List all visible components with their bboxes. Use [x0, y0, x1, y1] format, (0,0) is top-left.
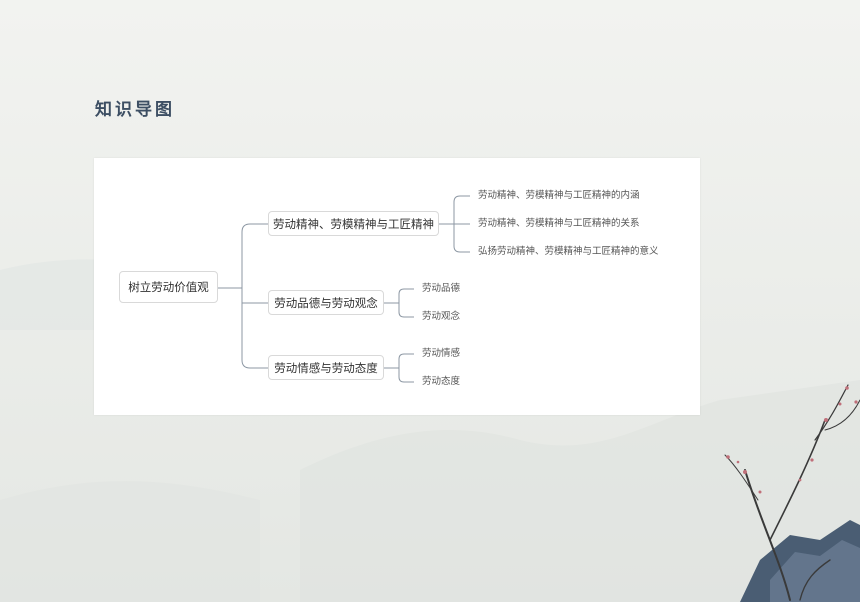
mindmap-leaf: 劳动情感 [422, 348, 461, 359]
mindmap-branch-node: 劳动精神、劳模精神与工匠精神 [268, 211, 439, 236]
mindmap-leaf: 劳动精神、劳模精神与工匠精神的关系 [478, 218, 640, 229]
mindmap-leaf: 弘扬劳动精神、劳模精神与工匠精神的意义 [478, 246, 659, 257]
mindmap-branch-node: 劳动情感与劳动态度 [268, 355, 384, 380]
mindmap-leaf: 劳动精神、劳模精神与工匠精神的内涵 [478, 190, 640, 201]
mindmap-root-node: 树立劳动价值观 [119, 271, 218, 303]
connector-branch-2 [384, 288, 414, 318]
mindmap-leaf: 劳动观念 [422, 311, 461, 322]
mindmap-branch-node: 劳动品德与劳动观念 [268, 290, 384, 315]
connector-trunk [241, 223, 268, 369]
connector-branch-3 [384, 353, 414, 383]
plum-blossom-icon [726, 386, 858, 494]
page-title: 知识导图 [95, 100, 175, 120]
mindmap-leaf: 劳动品德 [422, 283, 461, 294]
mindmap-card: 树立劳动价值观 劳动精神、劳模精神与工匠精神 劳动品德与劳动观念 劳动情感与劳动… [94, 158, 700, 415]
mindmap-connectors [218, 195, 470, 383]
mindmap-leaf: 劳动态度 [422, 376, 461, 387]
connector-branch-1 [439, 195, 470, 253]
